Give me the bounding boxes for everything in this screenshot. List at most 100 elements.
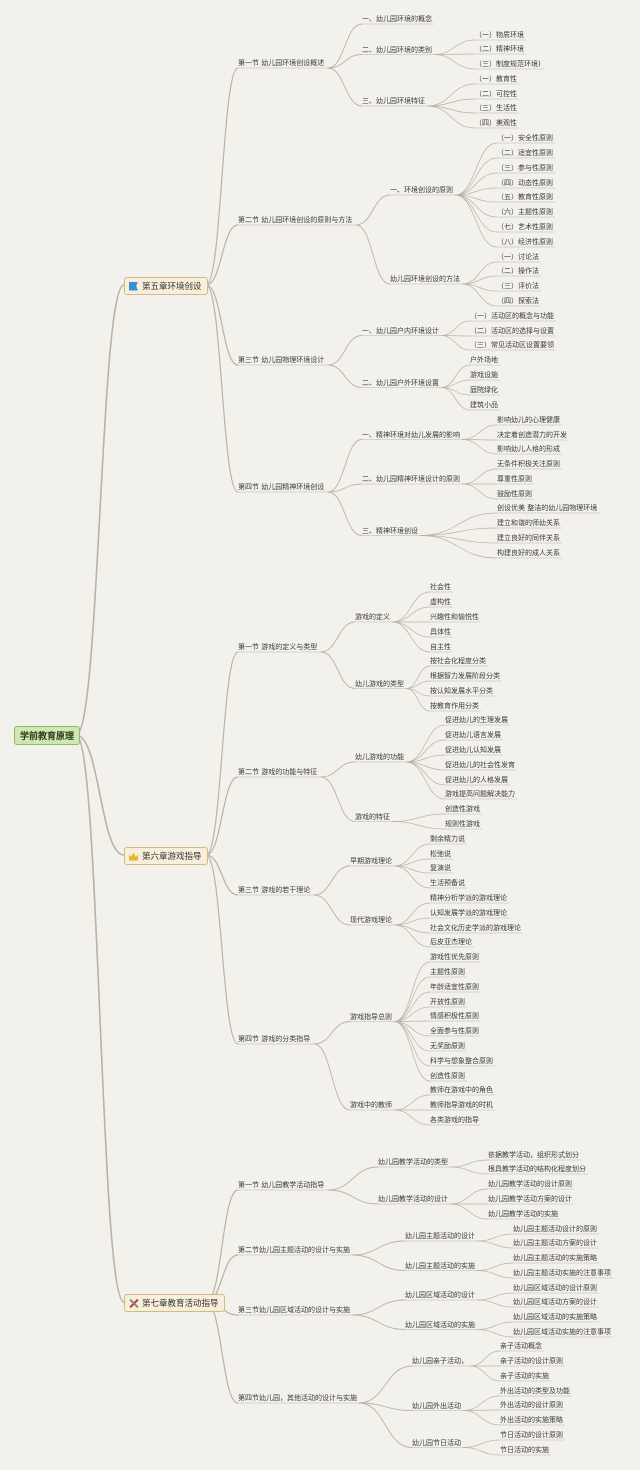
leaf-node[interactable]: 兴趣性和愉悦性 [430, 613, 479, 621]
topic-node[interactable]: 一、精神环境对幼儿发展的影响 [362, 430, 460, 439]
topic-node[interactable]: 幼儿园节日活动 [412, 1438, 461, 1447]
topic-node[interactable]: 幼儿园主题活动的设计 [405, 1232, 475, 1240]
topic-node[interactable]: 幼儿游戏的类型 [355, 679, 404, 688]
topic-node[interactable]: 幼儿游戏的功能 [355, 753, 404, 761]
topic-node[interactable]: 一、幼儿园环境的概念 [362, 15, 432, 23]
leaf-node[interactable]: （五）教育性原则 [497, 193, 553, 201]
leaf-node[interactable]: 社会性 [430, 583, 451, 591]
chapter-node[interactable]: 第六章游戏指导 [124, 847, 208, 865]
leaf-node[interactable]: 具体性 [430, 628, 451, 636]
leaf-node[interactable]: 尊重性原则 [497, 475, 532, 483]
leaf-node[interactable]: 精神分析学派的游戏理论 [430, 894, 507, 902]
leaf-node[interactable]: （七）艺术性原则 [497, 223, 553, 231]
leaf-node[interactable]: 松弛说 [430, 850, 451, 858]
leaf-node[interactable]: 规则性游戏 [445, 820, 480, 828]
section-node[interactable]: 第一节 游戏的定义与类型 [238, 643, 318, 651]
leaf-node[interactable]: 幼儿园主题活动的实施策略 [513, 1254, 597, 1262]
topic-node[interactable]: 幼儿园区域活动的实施 [405, 1320, 475, 1329]
section-node[interactable]: 第四节 游戏的分类指导 [238, 1035, 311, 1043]
leaf-node[interactable]: 亲子活动的设计原则 [500, 1357, 563, 1365]
topic-node[interactable]: 幼儿园外出活动 [412, 1401, 461, 1410]
leaf-node[interactable]: 幼儿园教学活动方案的设计 [488, 1195, 572, 1203]
leaf-node[interactable]: 创造性游戏 [445, 805, 480, 813]
leaf-node[interactable]: （一）教育性 [475, 75, 517, 83]
leaf-node[interactable]: 幼儿园区域活动的设计原则 [513, 1284, 597, 1292]
leaf-node[interactable]: 幼儿园主题活动设计的原则 [513, 1225, 597, 1233]
leaf-node[interactable]: 教师指导游戏的时机 [430, 1101, 493, 1109]
leaf-node[interactable]: 按教育作用分类 [430, 702, 479, 710]
leaf-node[interactable]: （二）精神环境 [475, 45, 524, 53]
leaf-node[interactable]: 促进幼儿的人格发展 [445, 776, 508, 784]
leaf-node[interactable]: （二）活动区的选择与设置 [470, 327, 554, 335]
topic-node[interactable]: 游戏指导总则 [350, 1012, 392, 1021]
topic-node[interactable]: 幼儿园教学活动的设计 [378, 1195, 448, 1203]
leaf-node[interactable]: 外出活动的实施策略 [500, 1416, 563, 1424]
topic-node[interactable]: 二、幼儿园环境的类别 [362, 45, 432, 54]
leaf-node[interactable]: 幼儿园主题活动方案的设计 [513, 1239, 597, 1247]
leaf-node[interactable]: 构建良好的成人关系 [497, 549, 560, 557]
leaf-node[interactable]: 游戏设施 [470, 371, 498, 379]
leaf-node[interactable]: 幼儿园区域活动实施的注意事项 [513, 1328, 611, 1336]
leaf-node[interactable]: （一）讨论法 [497, 253, 539, 261]
topic-node[interactable]: 二、幼儿园户外环境设置 [362, 378, 439, 387]
section-node[interactable]: 第四节 幼儿园精神环境创设 [238, 483, 325, 491]
leaf-node[interactable]: （四）动态性原则 [497, 179, 553, 187]
leaf-node[interactable]: （四）美观性 [475, 119, 517, 127]
section-node[interactable]: 第一节 幼儿园教学活动指导 [238, 1181, 325, 1189]
topic-node[interactable]: 幼儿园主题活动的实施 [405, 1261, 475, 1270]
leaf-node[interactable]: 复演说 [430, 864, 451, 872]
section-node[interactable]: 第四节幼儿园，其他活动的设计与实施 [238, 1394, 357, 1402]
leaf-node[interactable]: （三）常见活动区设置要领 [470, 341, 554, 349]
leaf-node[interactable]: 外出活动的设计原则 [500, 1401, 563, 1409]
topic-node[interactable]: 三、精神环境创设 [362, 526, 418, 535]
leaf-node[interactable]: 根据智力发展阶段分类 [430, 672, 500, 680]
leaf-node[interactable]: 促进幼儿认知发展 [445, 746, 501, 754]
leaf-node[interactable]: 依据教学活动，组织形式划分 [488, 1151, 579, 1159]
topic-node[interactable]: 一、环境创设的原则 [390, 186, 453, 194]
leaf-node[interactable]: 影响幼儿人格的形成 [497, 445, 560, 453]
leaf-node[interactable]: 节日活动的设计原则 [500, 1431, 563, 1439]
root-node[interactable]: 学前教育原理 [14, 726, 81, 745]
leaf-node[interactable]: 外出活动的类型及功能 [500, 1387, 570, 1395]
leaf-node[interactable]: 全面参与性原则 [430, 1027, 479, 1035]
topic-node[interactable]: 早期游戏理论 [350, 857, 392, 865]
leaf-node[interactable]: （六）主题性原则 [497, 208, 553, 216]
leaf-node[interactable]: 决定着创造潜力的开发 [497, 431, 567, 439]
leaf-node[interactable]: 幼儿园教学活动的实施 [488, 1210, 558, 1218]
section-node[interactable]: 第二节幼儿园主题活动的设计与实施 [238, 1246, 350, 1254]
topic-node[interactable]: 游戏中的教师 [350, 1101, 392, 1109]
topic-node[interactable]: 幼儿园亲子活动， [412, 1357, 468, 1365]
leaf-node[interactable]: 剩余精力说 [430, 835, 465, 843]
chapter-node[interactable]: 第七章教育活动指导 [124, 1294, 225, 1312]
topic-node[interactable]: 一、幼儿园户内环境设计 [362, 326, 439, 335]
leaf-node[interactable]: （三）参与性原则 [497, 164, 553, 172]
leaf-node[interactable]: 生活预备说 [430, 879, 465, 887]
leaf-node[interactable]: （三）制度规范环境) [475, 60, 541, 68]
leaf-node[interactable]: 虚构性 [430, 598, 451, 606]
leaf-node[interactable]: 幼儿园区域活动的实施策略 [513, 1313, 597, 1321]
leaf-node[interactable]: 幼儿园教学活动的设计原则 [488, 1180, 572, 1188]
leaf-node[interactable]: （三）生活性 [475, 104, 517, 112]
leaf-node[interactable]: （八）经济性原则 [497, 238, 553, 246]
leaf-node[interactable]: 创设优美 整洁的幼儿园物理环境 [497, 504, 598, 512]
leaf-node[interactable]: 游戏提高问题解决能力 [445, 790, 515, 798]
leaf-node[interactable]: 促进幼儿语言发展 [445, 731, 501, 739]
topic-node[interactable]: 游戏的定义 [355, 613, 390, 621]
leaf-node[interactable]: 科学与想象整合原则 [430, 1057, 493, 1065]
leaf-node[interactable]: 自主性 [430, 643, 451, 651]
leaf-node[interactable]: 年龄适宜性原则 [430, 983, 479, 991]
leaf-node[interactable]: 无奖励原则 [430, 1042, 465, 1050]
topic-node[interactable]: 二、幼儿园精神环境设计的原则 [362, 475, 460, 483]
leaf-node[interactable]: 亲子活动的实施 [500, 1372, 549, 1380]
leaf-node[interactable]: 按社会化程度分类 [430, 657, 486, 665]
leaf-node[interactable]: （一）物质环境 [475, 31, 524, 39]
chapter-node[interactable]: 第五章环境创设 [124, 277, 208, 295]
leaf-node[interactable]: 建筑小品 [470, 401, 498, 409]
leaf-node[interactable]: （一）活动区的概念与功能 [470, 312, 554, 320]
leaf-node[interactable]: （一）安全性原则 [497, 134, 553, 142]
leaf-node[interactable]: 无条件积极关注原则 [497, 460, 560, 468]
leaf-node[interactable]: 促进幼儿的生理发展 [445, 716, 508, 724]
leaf-node[interactable]: （二）适宜性原则 [497, 149, 553, 157]
section-node[interactable]: 第三节幼儿园区域活动的设计与实施 [238, 1306, 350, 1314]
topic-node[interactable]: 三、幼儿园环境特征 [362, 97, 425, 105]
